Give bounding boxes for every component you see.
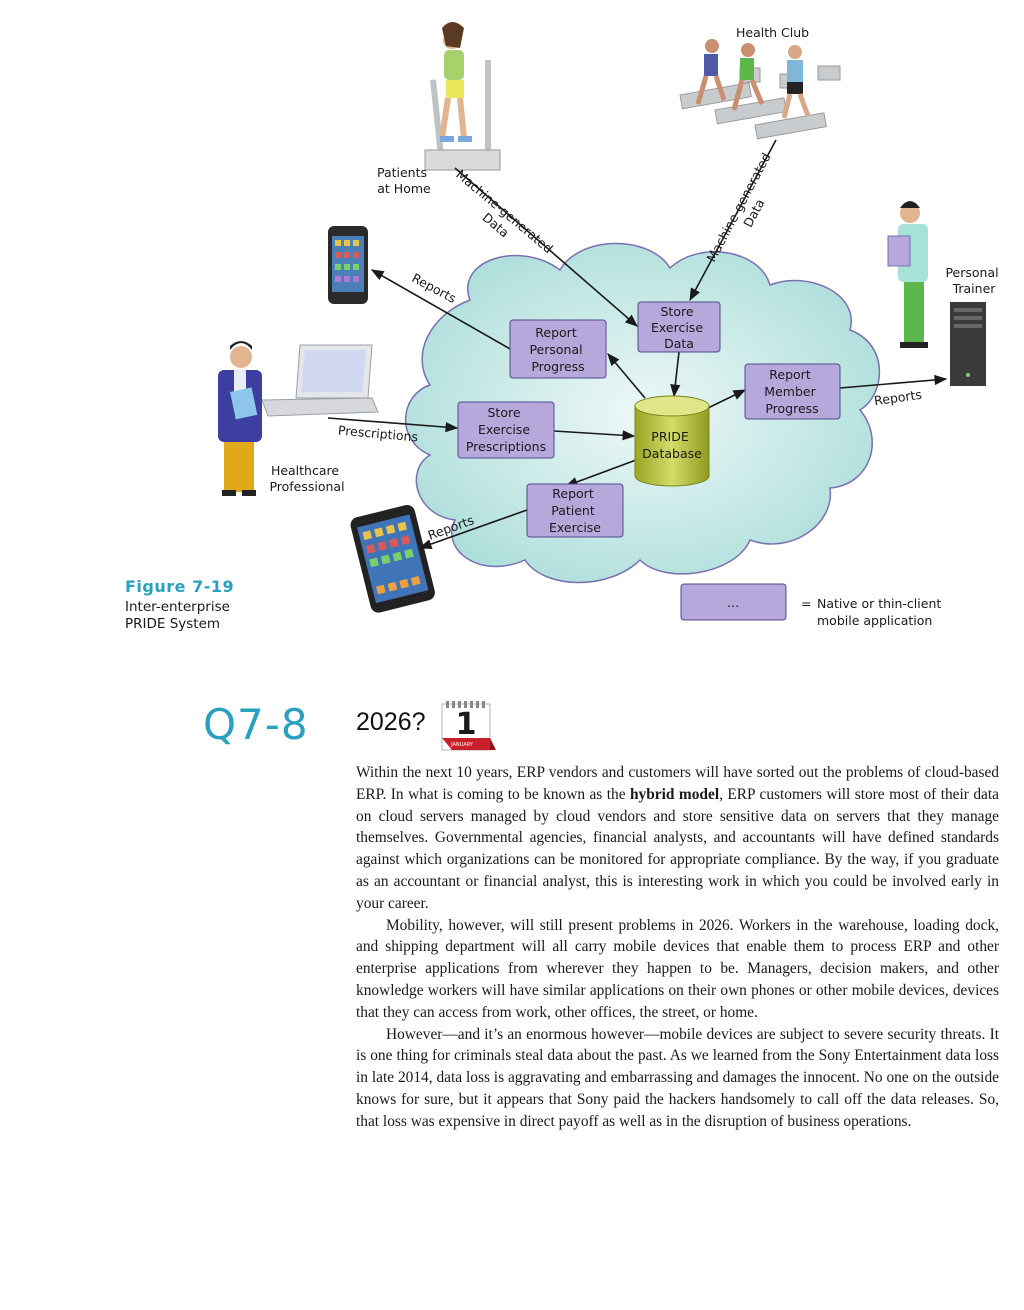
- healthcare-professional-icon: [218, 341, 262, 496]
- server-icon: [950, 302, 986, 386]
- body-text: Within the next 10 years, ERP vendors an…: [356, 762, 999, 1133]
- app-report-patient-exercise: Report Patient Exercise: [526, 483, 624, 538]
- label-health-club: Health Club: [736, 25, 809, 40]
- calendar-day: 1: [456, 707, 477, 742]
- label-machine-generated-left: Machine-generated Data: [443, 167, 559, 271]
- section-number: Q7-8: [203, 700, 309, 749]
- svg-text:PRIDE Database: PRIDE Database: [642, 429, 702, 461]
- arrow-club-to-store: [689, 139, 777, 302]
- paragraph-3: However—and it’s an enormous however—mob…: [356, 1025, 999, 1130]
- db-label-line1: PRIDE: [651, 429, 689, 444]
- svg-text:Report Personal Pr: Report Personal Progress: [529, 325, 586, 374]
- calendar-month: JANUARY: [450, 742, 474, 748]
- arrow-db-to-member: [707, 389, 747, 409]
- pride-database: PRIDE Database: [634, 395, 710, 487]
- legend-description: Native or thin-client mobile application: [817, 596, 945, 628]
- arrow-db-to-personal: [607, 353, 646, 399]
- arrow-prescriptions-to-db: [553, 430, 636, 441]
- laptop-icon: [261, 344, 379, 417]
- label-prescriptions: Prescriptions: [337, 423, 418, 445]
- pride-system-diagram: PRIDE Database Store Exercise Data Repor…: [218, 22, 1002, 628]
- label-patients-at-home: Patients at Home: [377, 165, 431, 196]
- arrow-patients-to-store: [454, 167, 638, 327]
- svg-text:Store Exercise Pre: Store Exercise Prescriptions: [466, 405, 546, 454]
- figure-number: Figure 7-19: [125, 577, 235, 596]
- app-store-exercise-data: Store Exercise Data: [637, 301, 721, 353]
- svg-text:Report Member Prog: Report Member Progress: [764, 367, 819, 416]
- label-machine-generated-right: Machine-generated Data: [704, 147, 790, 272]
- health-club-treadmills-icon: [679, 39, 841, 140]
- app-report-member-progress: Report Member Progress: [744, 363, 841, 420]
- label-reports-top: Reports: [409, 270, 458, 306]
- arrow-db-to-patient: [564, 459, 637, 487]
- patient-treadmill-icon: [424, 22, 501, 171]
- app-report-personal-progress: Report Personal Progress: [509, 319, 607, 379]
- svg-text:Store Exercise Dat: Store Exercise Data: [651, 304, 707, 351]
- svg-text:Report Patient Exe: Report Patient Exercise: [549, 486, 601, 535]
- label-personal-trainer: Personal Trainer: [945, 265, 1002, 296]
- flow-arrows: [327, 139, 948, 549]
- tablet-icon: [350, 504, 435, 613]
- db-label-line2: Database: [642, 446, 702, 461]
- arrow-member-to-server: [839, 374, 948, 389]
- term-hybrid-model: hybrid model: [629, 785, 720, 803]
- legend: … = Native or thin-client mobile applica…: [680, 583, 945, 628]
- arrow-store-to-db: [670, 351, 681, 398]
- legend-equals: =: [801, 596, 811, 611]
- label-reports-right: Reports: [873, 387, 923, 409]
- calendar-icon: 1 JANUARY: [441, 701, 496, 751]
- label-healthcare-professional: Healthcare Professional: [269, 463, 344, 494]
- figure-caption: Figure 7-19 Inter-enterprise PRIDE Syste…: [125, 577, 325, 633]
- app-store-exercise-prescriptions: Store Exercise Prescriptions: [457, 401, 555, 459]
- paragraph-1: Within the next 10 years, ERP vendors an…: [356, 764, 999, 912]
- legend-box-text: …: [727, 595, 740, 610]
- arrow-patient-to-tablet: [418, 509, 528, 549]
- smartphone-icon: [328, 226, 368, 304]
- arrow-laptop-to-prescriptions: [327, 417, 459, 433]
- personal-trainer-icon: [887, 201, 928, 348]
- figure-title: Inter-enterprise PRIDE System: [125, 599, 230, 632]
- paragraph-2: Mobility, however, will still present pr…: [356, 916, 999, 1021]
- arrow-personal-to-phone: [370, 269, 513, 351]
- section-title: 2026?: [356, 708, 426, 736]
